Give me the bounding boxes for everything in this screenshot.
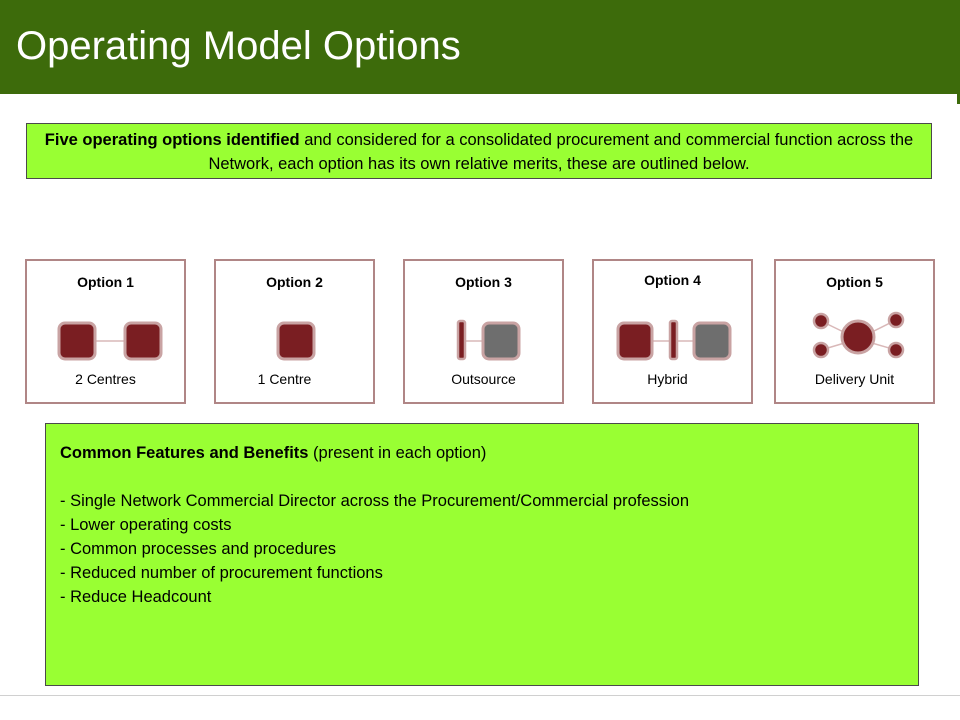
- two-centres-icon: [57, 321, 163, 361]
- option-title: Option 1: [77, 274, 134, 290]
- features-heading-bold: Common Features and Benefits: [60, 444, 309, 462]
- feature-item: - Single Network Commercial Director acr…: [60, 492, 690, 510]
- feature-item: - Common processes and procedures: [60, 540, 337, 558]
- divider: [0, 695, 960, 696]
- features-heading-note: (present in each option): [308, 444, 487, 462]
- option-card-5: Option 5 Delivery Unit: [774, 259, 935, 404]
- option-label: Hybrid: [647, 371, 688, 387]
- one-centre-icon: [276, 321, 316, 361]
- option-title: Option 2: [266, 274, 323, 290]
- feature-item: - Lower operating costs: [60, 516, 232, 534]
- features-heading: Common Features and Benefits (present in…: [60, 441, 904, 465]
- option-title: Option 4: [644, 272, 701, 288]
- option-title: Option 5: [826, 274, 883, 290]
- outsource-icon: [456, 319, 521, 361]
- option-label: 1 Centre: [257, 371, 312, 387]
- option-label: 2 Centres: [75, 371, 136, 387]
- option-card-4: Option 4 Hybrid: [592, 259, 753, 404]
- feature-item: - Reduce Headcount: [60, 588, 212, 606]
- option-card-3: Option 3 Outsource: [403, 259, 564, 404]
- features-box: Common Features and Benefits (present in…: [45, 423, 919, 686]
- intro-text: and considered for a consolidated procur…: [208, 131, 914, 173]
- feature-item: - Reduced number of procurement function…: [60, 564, 383, 582]
- title-bar: Operating Model Options: [0, 0, 960, 94]
- intro-box: Five operating options identified and co…: [26, 123, 932, 179]
- option-card-1: Option 1 2 Centres: [25, 259, 186, 404]
- delivery-unit-icon: [812, 311, 905, 359]
- intro-bold: Five operating options identified: [44, 131, 300, 149]
- option-title: Option 3: [455, 274, 512, 290]
- hybrid-icon: [616, 319, 732, 361]
- header-accent: [957, 94, 960, 104]
- option-label: Delivery Unit: [814, 371, 895, 387]
- page-title: Operating Model Options: [16, 24, 461, 68]
- option-card-2: Option 2 1 Centre: [214, 259, 375, 404]
- option-label: Outsource: [451, 371, 516, 387]
